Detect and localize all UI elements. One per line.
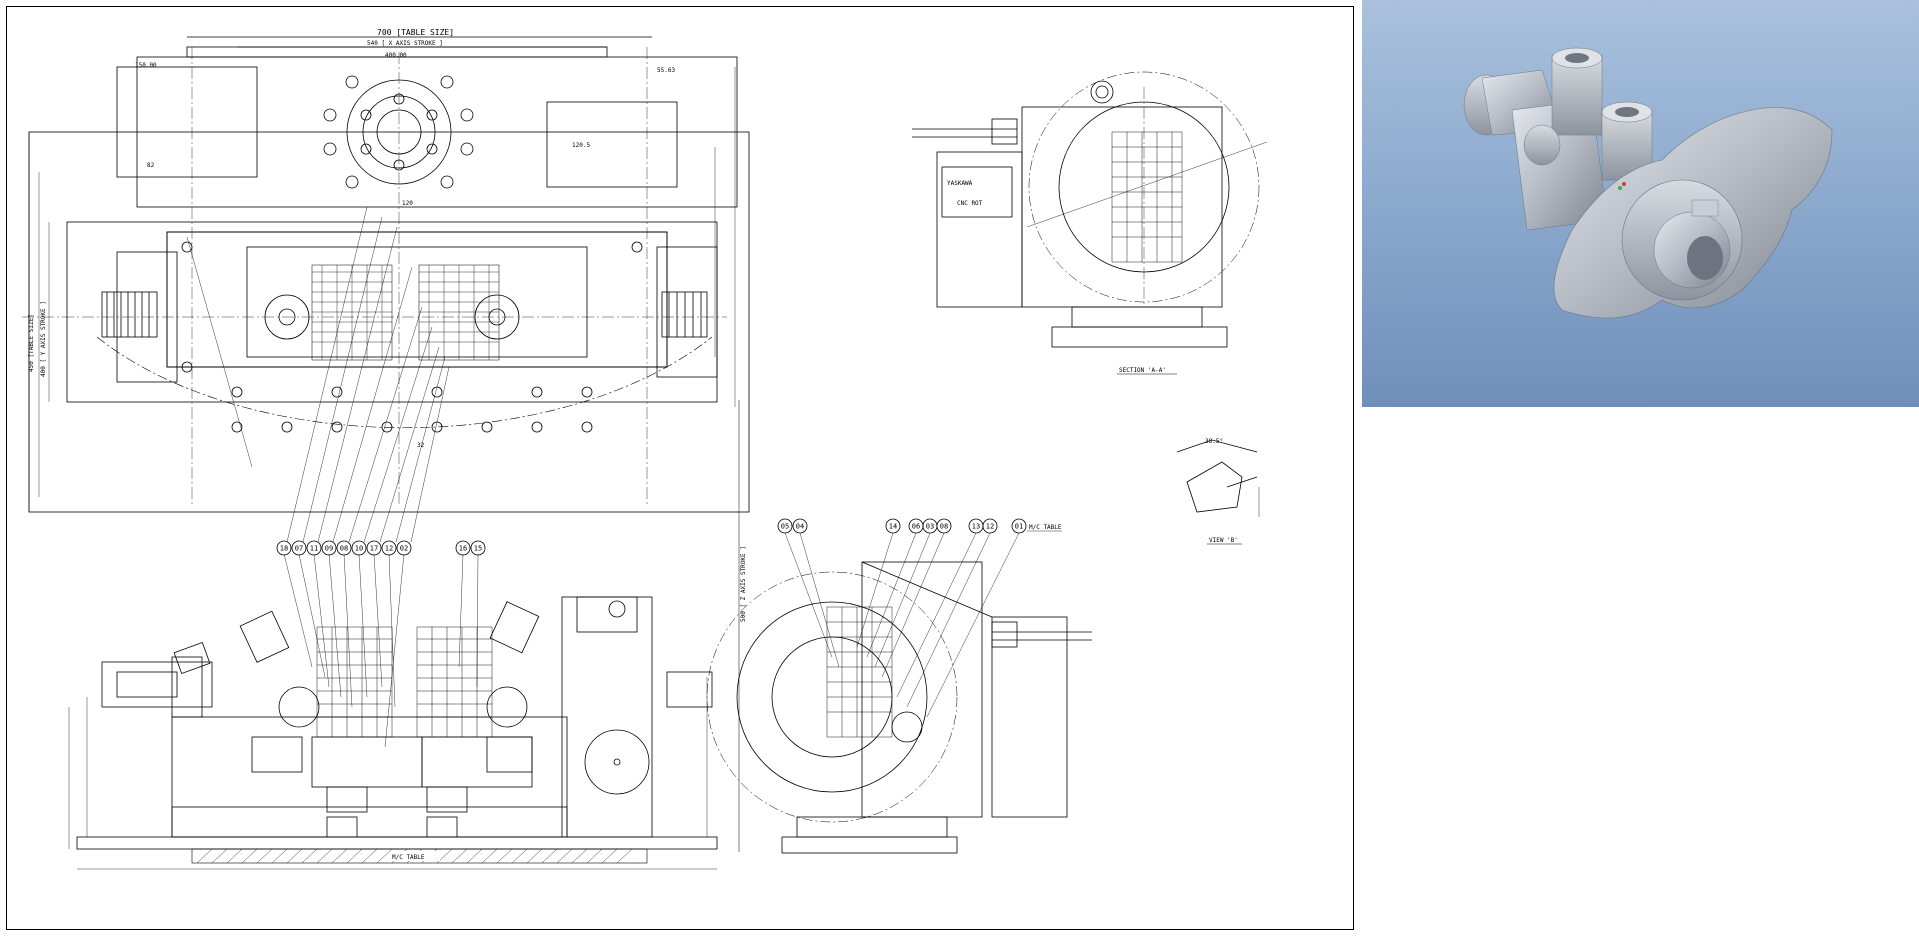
balloon-front: 10: [355, 545, 363, 553]
balloon-side: 13: [972, 523, 980, 531]
mc-table-bottom-label: M/C TABLE: [392, 854, 425, 861]
top-dim-4: 120.5: [572, 142, 590, 149]
z-stroke-label: 500 [ Z AXIS STROKE ]: [740, 546, 747, 622]
side-balloons: 05 04 14 06 03 08 13 12 01: [777, 518, 1027, 534]
balloon-front: 08: [340, 545, 348, 553]
front-view: 500 [ Z AXIS STROKE ] M/C TABLE: [68, 400, 747, 870]
balloon-front: 09: [325, 545, 333, 553]
balloon-front: 12: [385, 545, 393, 553]
balloon-side: 01: [1015, 523, 1023, 531]
balloon-front: 07: [295, 545, 303, 553]
balloon-side: 06: [912, 523, 920, 531]
mc-table-label: M/C TABLE: [1029, 524, 1062, 531]
balloon-side: 05: [781, 523, 789, 531]
nameplate-1: YASKAWA: [947, 180, 973, 187]
top-dim-5: 120: [402, 200, 413, 207]
top-dim-7: 32: [417, 442, 425, 449]
top-view: 700 [TABLE SIZE] 540 [ X AXIS STROKE ] 4…: [22, 28, 750, 543]
view-b-title: VIEW 'B': [1209, 537, 1238, 544]
balloon-front: 16: [459, 545, 467, 553]
balloon-front: 18: [280, 545, 288, 553]
balloon-front: 17: [370, 545, 378, 553]
top-dim-2: 150.00: [135, 62, 157, 69]
part-render-image: [1463, 47, 1833, 319]
balloon-front: 15: [474, 545, 482, 553]
side-view: M/C TABLE: [706, 524, 1092, 854]
view-b: 38.5° VIEW 'B': [1176, 438, 1260, 545]
section-aa-title: SECTION 'A-A': [1119, 367, 1166, 374]
balloon-side: 04: [796, 523, 804, 531]
section-a-a: YASKAWA CNC ROT SECTION 'A-A': [912, 71, 1268, 375]
side-y-stroke: 400 [ Y AXIS STROKE ]: [40, 301, 47, 377]
front-balloons: 18 07 11 09 08 10 17 12 02 16 15: [276, 540, 486, 556]
balloon-side: 14: [889, 523, 897, 531]
side-table-size: 450 [TABLE SIZE]: [28, 314, 35, 372]
top-dim-1: 400.00: [385, 52, 407, 59]
balloon-side: 03: [926, 523, 934, 531]
top-dim-3: 55.63: [657, 67, 675, 74]
balloon-front: 11: [310, 545, 318, 553]
nameplate-2: CNC ROT: [957, 200, 983, 207]
balloon-side: 08: [940, 523, 948, 531]
top-dim-6: 82: [147, 162, 155, 169]
engineering-drawing: 700 [TABLE SIZE] 540 [ X AXIS STROKE ] 4…: [22, 28, 1268, 870]
drawing-sheet: 700 [TABLE SIZE] 540 [ X AXIS STROKE ] 4…: [6, 6, 1354, 930]
part-3d-render: [1362, 0, 1919, 407]
top-x-stroke: 540 [ X AXIS STROKE ]: [367, 40, 443, 47]
balloon-side: 12: [986, 523, 994, 531]
top-table-size: 700 [TABLE SIZE]: [377, 28, 454, 37]
balloon-front: 02: [400, 545, 408, 553]
view-b-angle: 38.5°: [1205, 438, 1223, 445]
